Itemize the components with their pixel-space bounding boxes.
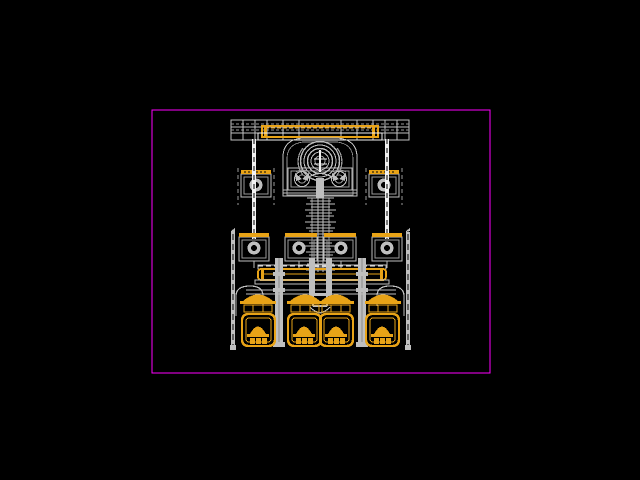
dome-module-3[interactable] — [318, 312, 355, 348]
lamp-head-1[interactable] — [240, 294, 276, 313]
lamp-head-3[interactable] — [318, 294, 354, 313]
dome-module-1[interactable] — [240, 312, 277, 348]
column-center-left — [309, 258, 315, 296]
arch-bracket-left — [235, 285, 264, 316]
impeller-right — [331, 169, 347, 187]
hanger-rod-right — [385, 139, 389, 239]
gearbox-mid-far-left[interactable] — [238, 233, 270, 268]
side-rail-left — [230, 228, 236, 350]
central-drive-wheel[interactable] — [297, 140, 343, 199]
arch-bracket-right — [376, 285, 405, 316]
hanger-rod-left — [252, 139, 256, 239]
lamp-head-4[interactable] — [365, 294, 401, 313]
mid-amber-crossbeam[interactable] — [254, 264, 390, 285]
gearbox-mid-right-cap — [324, 233, 356, 237]
dome-module-4[interactable] — [364, 312, 401, 348]
impeller-left — [294, 169, 310, 187]
viewport-boundary[interactable] — [151, 109, 491, 374]
gearbox-mid-far-right[interactable] — [371, 233, 403, 268]
column-center-right — [326, 258, 332, 296]
gearbox-mid-left[interactable] — [284, 233, 318, 268]
gearbox-mid-far-left-cap — [239, 233, 269, 237]
top-beam-amber-bar — [261, 125, 379, 138]
side-rail-right — [405, 228, 411, 350]
impeller-pair[interactable] — [294, 169, 347, 187]
top-gantry-beam[interactable] — [230, 119, 410, 141]
gearbox-mid-far-right-cap — [372, 233, 402, 237]
lamp-head-2[interactable] — [287, 294, 323, 313]
gearbox-mid-left-cap — [285, 233, 317, 237]
